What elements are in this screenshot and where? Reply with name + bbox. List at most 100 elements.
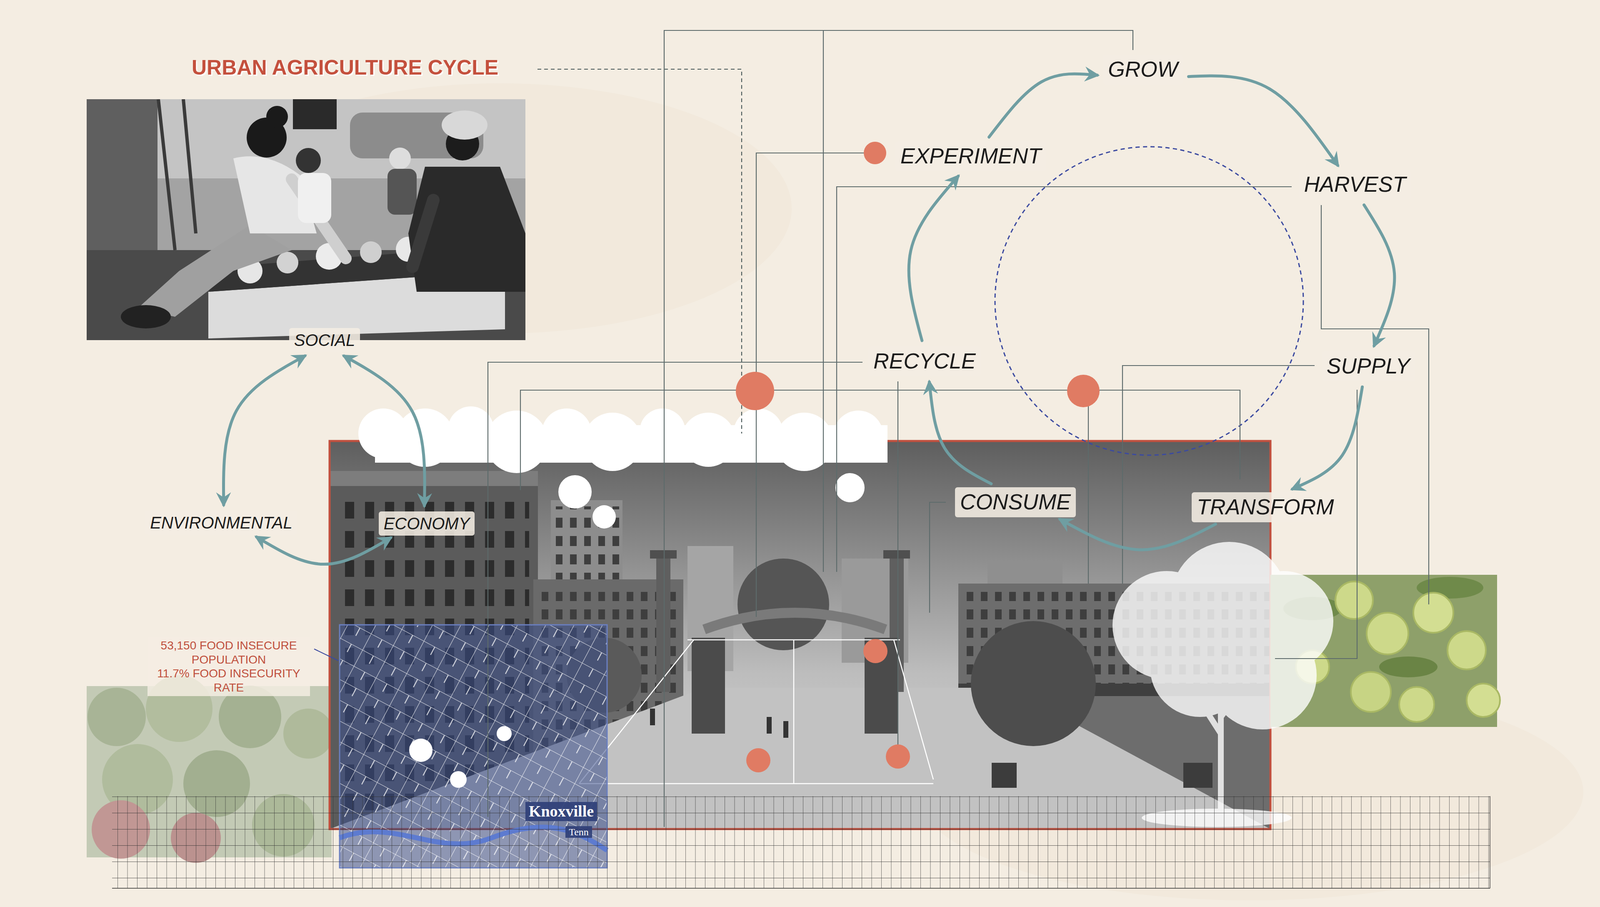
seedling [276,251,299,274]
cycle-label: GROW [1102,54,1183,85]
garden-tool [158,99,196,250]
tree-trunk [1183,650,1259,817]
cycle-label: SUPPLY [1321,351,1415,382]
leader-line [1087,390,1089,584]
lettuce [283,708,334,759]
marker-dot [746,747,771,773]
apple [1350,671,1391,712]
adult-arm [412,200,434,267]
map-label: Tenn [565,825,593,838]
node-text: RECYCLE [873,348,976,374]
marker-dot [885,744,910,769]
planter [1183,762,1213,788]
apple [1335,581,1373,619]
apple-leaf [1379,656,1438,678]
map-label: Knoxville [525,801,598,821]
leader-line [1321,205,1429,605]
adult-cap [441,110,488,140]
tower-top [883,550,910,559]
adult-body [408,166,526,292]
gate-arch [704,612,886,630]
kid-head [295,147,321,173]
cycle-label: EXPERIMENT [895,141,1047,172]
node-text: SOCIAL [294,330,356,350]
garden-sign [292,99,337,130]
node-text: GROW [1107,57,1178,83]
cloud-silhouette [485,410,548,473]
street-tree [737,558,830,650]
map-block [409,738,433,762]
street-tree [970,620,1096,746]
cycle-arrow [989,73,1098,138]
child-hair [266,105,288,128]
cornice [329,470,538,486]
grid-edge [112,795,1490,888]
apple [1366,612,1409,655]
cloud-silhouette [833,410,884,461]
marker-dot [735,371,775,410]
stat-text: 53,150 FOOD INSECURE POPULATION [147,638,310,667]
kid-head [389,147,411,170]
leader-line [929,502,946,613]
cycle-arrow [223,355,305,505]
kid-body [297,172,332,223]
cycle-arrow [256,536,391,564]
dashed-circle [995,146,1304,455]
pedestrian [650,708,655,725]
marker-dot [1067,374,1100,408]
cloud-drip [835,472,865,503]
cloud-silhouette [583,412,642,471]
lettuce [87,687,146,746]
pedestrian [766,716,772,734]
tower-top [650,550,677,559]
node-text: HARVEST [1304,172,1407,198]
cloud-silhouette [541,408,592,459]
leader-line [664,30,1133,827]
leader-line [756,152,875,617]
leader-line [1275,389,1358,659]
cloud-silhouette [639,408,686,455]
cycle-arrow [1188,75,1338,166]
cycle-arrow [929,382,991,484]
cloud-drip [558,475,592,509]
node-text: TRANSFORM [1196,494,1334,520]
cloud-silhouette [681,412,736,467]
cloud-drip [592,505,616,529]
cycle-label: ENVIRONMENTAL [145,510,298,535]
diagram-title: URBAN AGRICULTURE CYCLE [191,55,499,80]
cycle-label: CONSUME [955,487,1076,518]
cycle-arrow [1060,519,1216,550]
stat-leader [314,648,339,661]
marker-dot [863,141,887,165]
apple [1447,630,1486,670]
child-legs [137,225,292,317]
child-shoe [120,305,171,329]
marker-dot [863,638,888,663]
apple [1399,686,1435,722]
node-text: SUPPLY [1326,353,1410,379]
cycle-arrow [908,176,958,341]
garden-photo [86,99,526,340]
cycle-label: ECONOMY [378,511,475,536]
stat-text: 11.7% FOOD INSECURITY RATE [147,666,310,695]
leader-line [487,362,863,817]
cycle-arrow [344,355,425,506]
apple [1466,683,1500,717]
leader-line [520,390,1240,490]
grid [112,795,1490,888]
cycle-label: HARVEST [1299,169,1412,200]
cloud-silhouette [775,412,834,471]
planter [991,762,1017,788]
map-block [496,725,512,741]
cycle-label: SOCIAL [289,327,361,353]
gate-pillar [691,637,725,734]
cycle-arrow [1364,205,1395,346]
map-block [450,770,467,788]
cycle-label: RECYCLE [868,346,981,377]
leader-line [822,30,824,572]
kid-body [387,168,417,215]
leader-line [1122,365,1315,584]
seedling [360,241,382,263]
